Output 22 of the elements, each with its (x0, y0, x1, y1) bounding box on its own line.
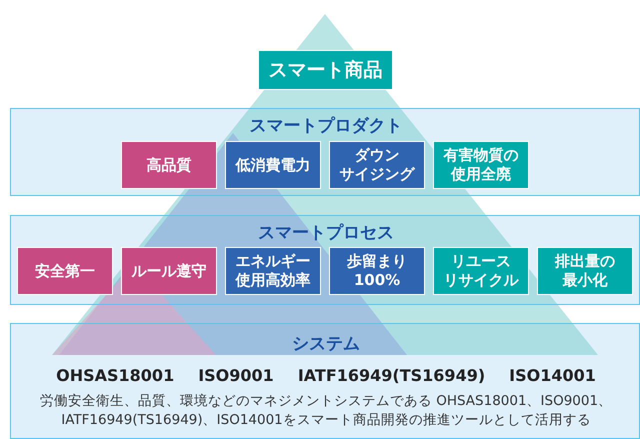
layer-title: スマートプロダクト (248, 115, 404, 137)
standard-name: ISO9001 (198, 366, 274, 385)
standard-name: ISO14001 (509, 366, 596, 385)
item-box: エネルギー使用高効率 (225, 247, 321, 295)
item-box: ダウンサイジング (329, 141, 425, 189)
layer-band (10, 323, 640, 439)
top-box: スマート商品 (258, 50, 393, 90)
item-box: 高品質 (121, 141, 217, 189)
standard-name: IATF16949(TS16949) (298, 366, 486, 385)
layer-title: システム (291, 333, 361, 355)
layer-band (10, 215, 640, 305)
item-box: リユースリサイクル (433, 247, 529, 295)
item-box: 排出量の最小化 (537, 247, 633, 295)
layer-band (10, 108, 640, 196)
description-text: 労働安全衛生、品質、環境などのマネジメントシステムである OHSAS18001、ISO9001、IATF16949(TS16949)、ISO14001をスマート商品開発の推進ツールとして活用する (38, 392, 614, 430)
item-box: ルール遵守 (121, 247, 217, 295)
item-box: 歩留まり100% (329, 247, 425, 295)
layer-title: スマートプロセス (257, 222, 395, 244)
item-box: 有害物質の使用全廃 (433, 141, 529, 189)
item-box: 低消費電力 (225, 141, 321, 189)
standard-name: OHSAS18001 (56, 366, 174, 385)
item-box: 安全第一 (17, 247, 113, 295)
